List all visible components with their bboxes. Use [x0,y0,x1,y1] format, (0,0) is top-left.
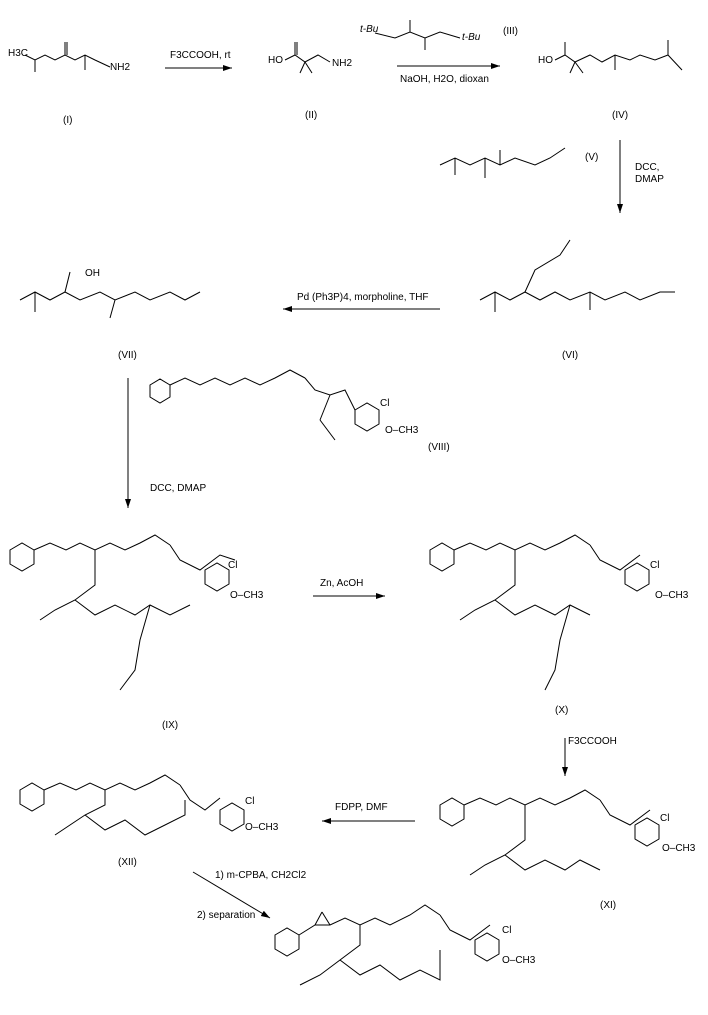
compound-I-structure [24,42,111,72]
atom-label: O–CH3 [655,590,689,601]
reagent-step7: F3CCOOH [568,736,617,747]
reagent-step5: DCC, DMAP [150,483,207,494]
atom-label: Cl [660,813,670,824]
label-compound-X: (X) [555,705,569,716]
reagent-tbu-right: t-Bu [462,32,481,43]
atom-label: OH [85,268,100,279]
atom-label: O–CH3 [662,843,696,854]
arrow-step9 [192,871,271,919]
compound-III-structure [374,20,461,50]
reagent-step9-line1: 1) m-CPBA, CH2Cl2 [215,870,307,881]
atom-label: Cl [380,398,390,409]
compound-V-structure [439,147,566,178]
reagent-tbu-left: t-Bu [360,24,379,35]
compound-VI-structure [479,239,675,312]
final-product-structure [274,904,500,986]
label-compound-IV: (IV) [612,110,629,121]
compound-IX-structure [9,534,236,691]
label-compound-III: (III) [503,26,518,37]
label-compound-VIII: (VIII) [428,442,450,453]
label-compound-IX: (IX) [162,720,179,731]
atom-label: HO [538,55,553,66]
atom-label: O–CH3 [385,425,419,436]
atom-label: NH2 [332,58,353,69]
label-compound-V: (V) [585,152,599,163]
reagent-step6: Zn, AcOH [320,578,364,589]
compound-IV-structure [554,40,683,74]
atom-label: HO [268,55,283,66]
reagent-step1: F3CCOOH, rt [170,50,231,61]
label-compound-VII: (VII) [118,350,137,361]
compound-XI-structure [439,789,660,876]
label-compound-XII: (XII) [118,857,137,868]
compound-X-structure [429,534,650,691]
atom-label: Cl [502,925,512,936]
label-compound-II: (II) [305,110,318,121]
atom-label: Cl [228,560,238,571]
atom-label: O–CH3 [245,822,279,833]
reagent-step4: Pd (Ph3P)4, morpholine, THF [297,292,429,303]
atom-label: O–CH3 [502,955,536,966]
atom-label: H3C [8,48,29,59]
reagent-step8: FDPP, DMF [335,802,388,813]
atom-label: O–CH3 [230,590,264,601]
compound-II-structure [284,42,331,74]
atom-label: Cl [245,796,255,807]
compound-XII-structure [19,774,245,836]
reagent-step3: DCC, DMAP [635,162,664,185]
atom-label: NH2 [110,62,131,73]
reagent-step2: NaOH, H2O, dioxan [400,74,489,85]
compound-VII-structure [19,271,201,319]
reagent-step9-line2: 2) separation [197,910,256,921]
compound-VIII-structure [149,369,380,441]
label-compound-I: (I) [63,115,73,126]
label-compound-VI: (VI) [562,350,579,361]
atom-label: Cl [650,560,660,571]
label-compound-XI: (XI) [600,900,617,911]
